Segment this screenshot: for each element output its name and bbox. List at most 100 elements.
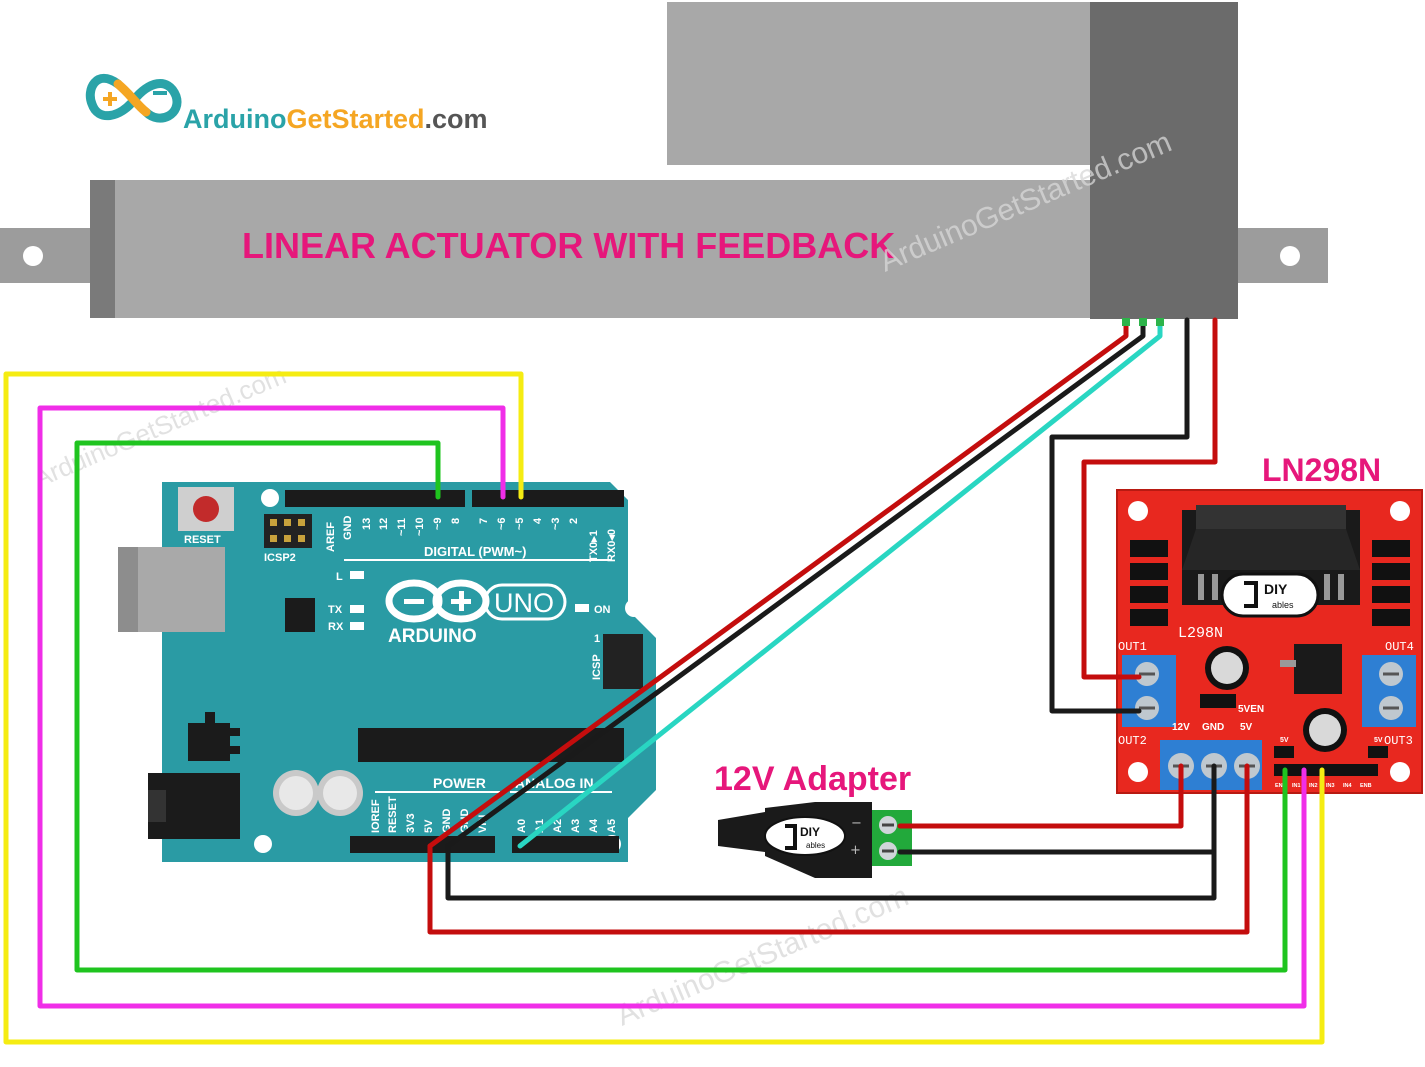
analog-label: ANALOG IN	[515, 775, 594, 791]
chip-label: L298N	[1178, 625, 1223, 642]
led-rx	[350, 622, 364, 630]
logo-getstarted-text: GetStarted	[286, 104, 424, 134]
header-pin-labels: ENA IN1 IN2 IN3 IN4 ENB	[1275, 783, 1372, 789]
icsp2-label: ICSP2	[264, 552, 296, 564]
wire-magenta	[37, 405, 1307, 1009]
driver-brand-bottom: ables	[1272, 600, 1294, 610]
pin-5ven-label: 5VEN	[1238, 704, 1264, 715]
diode	[1130, 563, 1168, 580]
wire-black	[445, 843, 1217, 901]
driver-regulator	[1294, 644, 1342, 694]
diode	[1372, 609, 1410, 626]
header-pin-label: IN4	[1343, 783, 1353, 789]
watermark-text: ArduinoGetStarted.com	[612, 880, 913, 1033]
small-5v-left-label: 5V	[1280, 737, 1289, 744]
arduino-uno-board: RESET ICSP2 AREF GND 13 12 ~11 ~10 ~9 8 …	[118, 482, 656, 862]
site-logo: ArduinoGetStarted.com	[85, 73, 488, 134]
out1-label: OUT1	[1118, 640, 1147, 654]
digital-pin-label: ~5	[514, 517, 526, 530]
power-pin-label: RESET	[387, 796, 399, 833]
pin-12v-label: 12V	[1172, 722, 1190, 733]
svg-text:ArduinoGetStarted.com: ArduinoGetStarted.com	[183, 104, 488, 134]
adapter-barrel	[718, 812, 765, 852]
power-pin-label: GND	[441, 809, 453, 834]
logo-arduino-text: Arduino	[183, 104, 286, 134]
icsp-label: ICSP	[591, 654, 603, 680]
analog-pin-label: A4	[588, 818, 600, 833]
header-pin-label: ENB	[1360, 783, 1372, 789]
usb-chip	[285, 598, 315, 632]
reset-label: RESET	[184, 534, 221, 546]
led-tx	[350, 605, 364, 613]
digital-pin-label: 7	[478, 518, 490, 524]
diode	[1130, 609, 1168, 626]
icsp-header	[603, 634, 643, 689]
pin-gnd-label: GND	[1202, 722, 1224, 733]
wire-motor-red	[1081, 317, 1218, 680]
small-5v-right-label: 5V	[1374, 737, 1383, 744]
driver-title: LN298N	[1262, 452, 1381, 488]
digital-pin-label: ~3	[550, 517, 562, 530]
jumper-5ven	[1200, 694, 1236, 708]
power-pin-label: 5V	[423, 819, 435, 833]
wire-feedback-red	[427, 319, 1129, 849]
input-header	[1274, 764, 1378, 776]
digital-pin-label: AREF	[325, 522, 337, 552]
pin-5v-label: 5V	[1240, 722, 1253, 733]
led-rx-label: RX	[328, 621, 344, 633]
arduino-pcb	[162, 482, 656, 862]
infinity-logo-icon	[85, 73, 182, 123]
digital-pin-label: ~9	[432, 517, 444, 530]
analog-pin-label: A2	[552, 819, 564, 833]
l298n-driver-board: DIY ables L298N 5VEN OUT1 OUT2 OUT4 OUT3	[1116, 452, 1423, 794]
diode	[1372, 563, 1410, 580]
adapter-brand-bottom: ables	[806, 841, 825, 850]
wire-yellow	[3, 371, 1325, 1045]
wire-feedback-black	[445, 319, 1146, 849]
digital-label: DIGITAL (PWM~)	[424, 544, 526, 559]
analog-header	[512, 836, 619, 853]
out3-label: OUT3	[1384, 734, 1413, 748]
dc-adapter: 12V Adapter DIY ables − +	[714, 760, 912, 878]
actuator-motor-housing	[1090, 2, 1238, 319]
actuator-left-cap	[90, 180, 115, 318]
digital-header	[285, 490, 624, 507]
header-pin-label: IN1	[1292, 783, 1301, 789]
diode	[1130, 586, 1168, 603]
diode	[1372, 540, 1410, 557]
digital-pin-label: 2	[568, 518, 580, 524]
arduino-brand-label: ARDUINO	[388, 626, 477, 647]
led-tx-label: TX	[328, 604, 343, 616]
power-header	[350, 836, 495, 853]
wire-green	[74, 440, 1288, 973]
enb-jumper	[1368, 746, 1388, 758]
led-on	[575, 604, 589, 612]
diode	[1372, 586, 1410, 603]
analog-pin-label: A3	[570, 819, 582, 833]
actuator-left-mount	[0, 228, 95, 283]
digital-pin-label: 4	[532, 517, 544, 524]
header-pin-label: IN2	[1309, 783, 1318, 789]
led-on-label: ON	[594, 604, 611, 616]
actuator-title: LINEAR ACTUATOR WITH FEEDBACK	[242, 225, 895, 266]
digital-pin-label: ~6	[496, 517, 508, 530]
analog-pin-labels: A0 A1 A2 A3 A4 A5	[516, 818, 618, 833]
out4-label: OUT4	[1385, 640, 1414, 654]
watermark-text: ArduinoGetStarted.com	[29, 360, 291, 494]
header-pin-label: IN3	[1326, 783, 1335, 789]
logo-com-text: .com	[425, 104, 488, 134]
diode	[1130, 540, 1168, 557]
uno-label: UNO	[494, 588, 554, 618]
actuator-wire-tips	[1122, 318, 1164, 326]
icsp2-header	[264, 514, 312, 548]
adapter-title: 12V Adapter	[714, 760, 911, 798]
ena-jumper	[1274, 746, 1294, 758]
analog-pin-label: A0	[516, 819, 528, 833]
digital-pin-label: TX0▸1	[588, 530, 600, 562]
led-l	[350, 571, 364, 579]
power-pin-label: 3V3	[405, 813, 417, 833]
out2-label: OUT2	[1118, 734, 1147, 748]
led-l-label: L	[336, 571, 343, 583]
digital-pin-labels: AREF GND 13 12 ~11 ~10 ~9 8 7 ~6 ~5 4 ~3…	[325, 516, 618, 563]
